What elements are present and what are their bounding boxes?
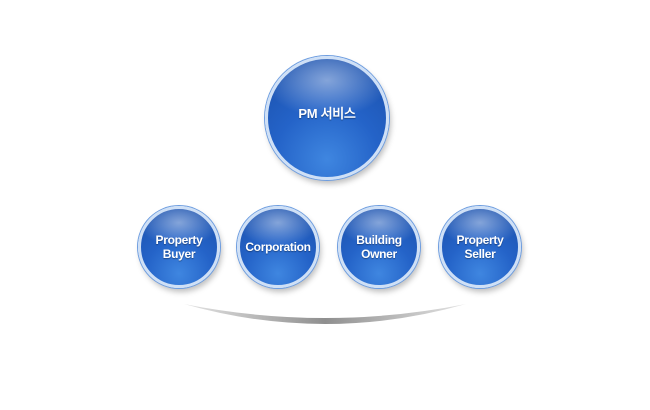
base-arc-shadow — [184, 304, 466, 324]
child-node-label: Corporation — [245, 240, 311, 254]
child-node-corporation: Corporation — [237, 206, 319, 288]
child-node-property-seller: Property Seller — [439, 206, 521, 288]
main-node-pm-service: PM 서비스 — [265, 56, 389, 180]
main-node-label: PM 서비스 — [298, 105, 356, 121]
child-node-property-buyer: Property Buyer — [138, 206, 220, 288]
child-node-label: Building Owner — [356, 233, 402, 261]
child-node-building-owner: Building Owner — [338, 206, 420, 288]
child-node-label: Property Buyer — [155, 233, 203, 261]
child-node-label: Property Seller — [456, 233, 504, 261]
